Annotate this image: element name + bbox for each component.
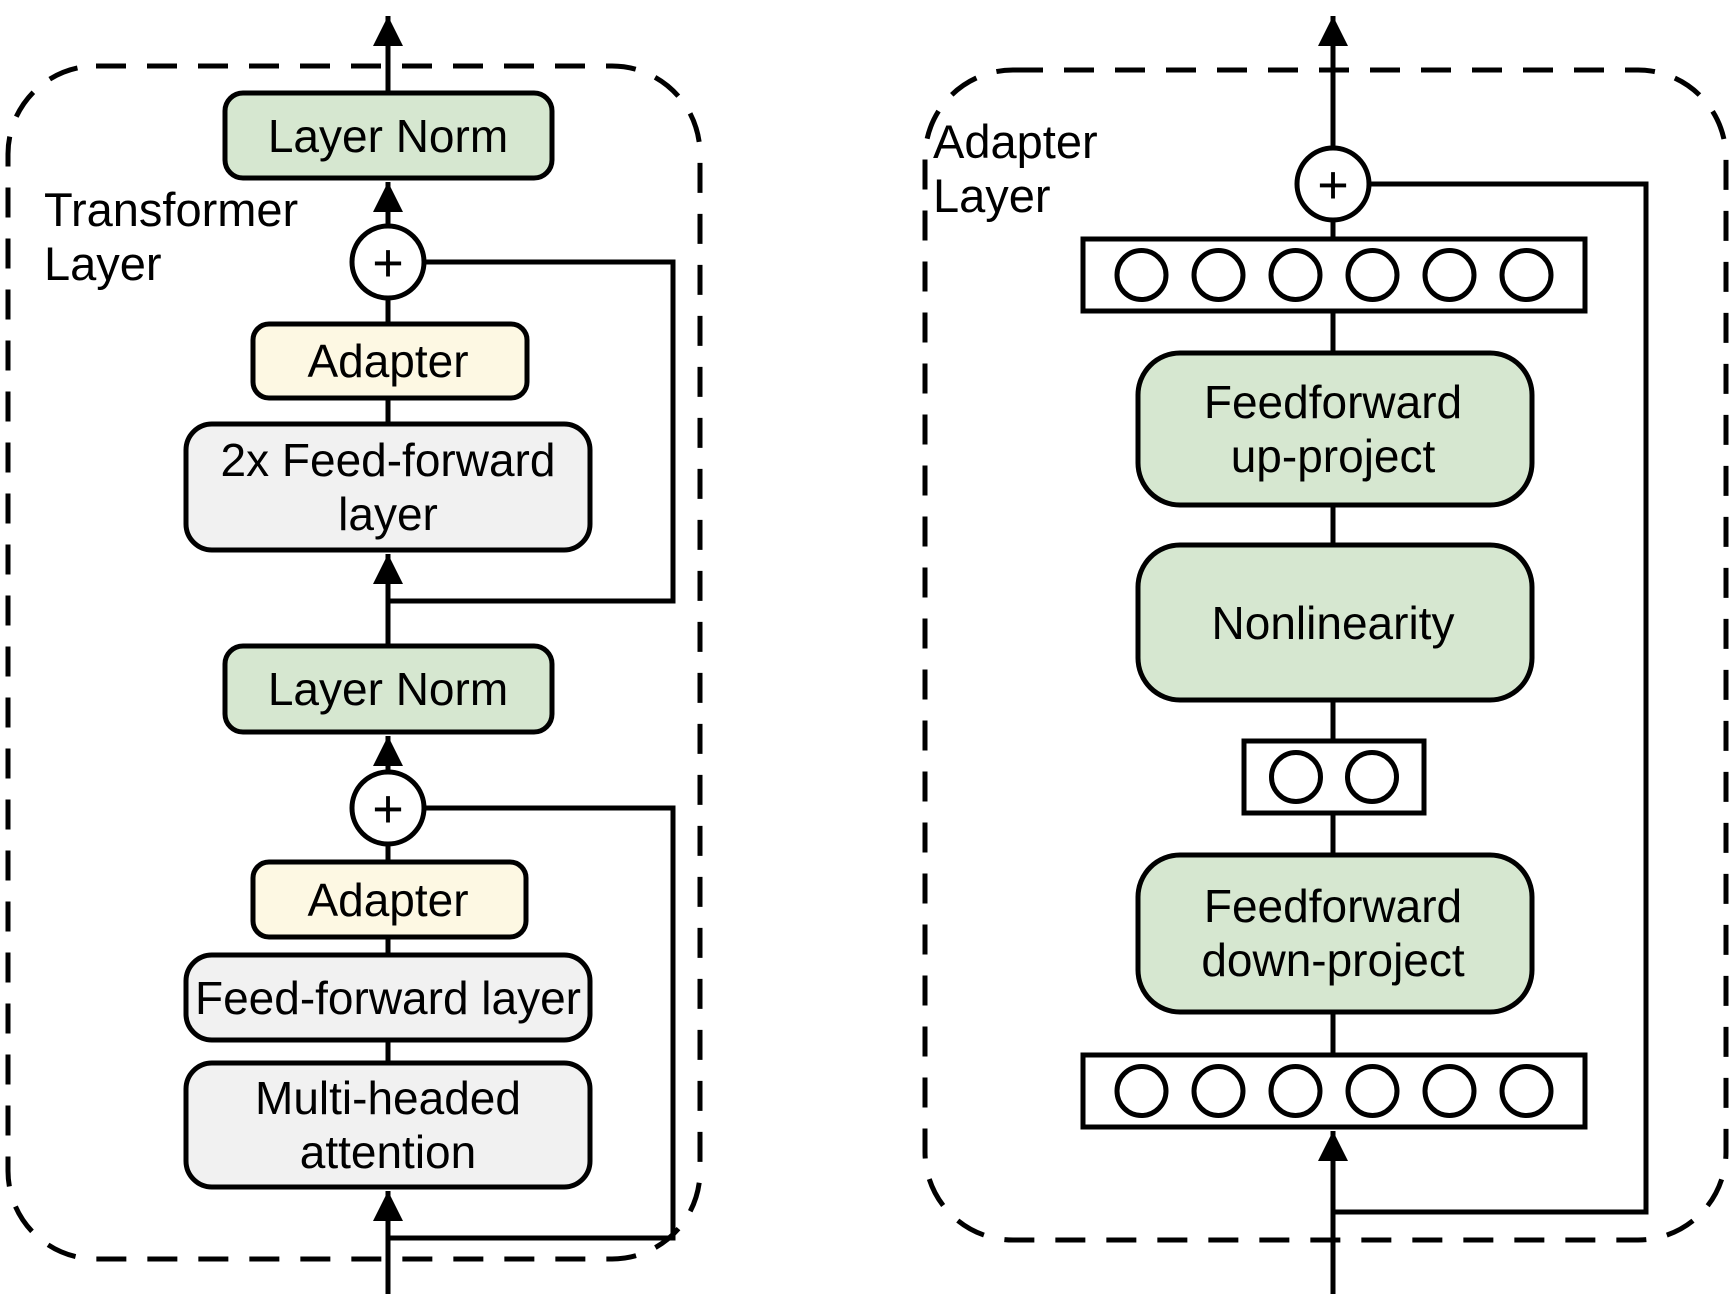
adapter-top-label: Adapter <box>307 335 468 387</box>
feature-row-bottom <box>1080 1052 1588 1130</box>
feature-circle <box>1269 750 1323 804</box>
adapter-add-node <box>1294 145 1372 223</box>
adapter-skip-connection <box>1333 181 1649 1215</box>
feature-circle <box>1114 248 1169 302</box>
plus-icon: + <box>372 233 404 293</box>
multi-head-attention-label-line1: Multi-headed <box>255 1072 521 1124</box>
feature-circle <box>1268 248 1323 302</box>
feedforward-down-project-label-line1: Feedforward <box>1204 880 1462 932</box>
feedforward-up-project-box <box>1135 350 1535 508</box>
plus-icon: + <box>1317 155 1349 215</box>
feature-circle <box>1499 248 1554 302</box>
transformer-panel-title-line2: Layer <box>44 237 162 290</box>
multi-head-attention-label-line2: attention <box>300 1126 476 1178</box>
feature-circle <box>1268 1064 1323 1118</box>
feedforward-down-project-box <box>1135 852 1535 1015</box>
feed-forward-label: Feed-forward layer <box>195 972 581 1024</box>
feature-circle <box>1422 248 1477 302</box>
feed-forward-box <box>183 952 593 1043</box>
nonlinearity-box <box>1135 542 1535 703</box>
adapter-layer-panel: Adapter Layer + Feedforward up-project <box>922 16 1729 1294</box>
feature-row-top <box>1080 236 1588 314</box>
feature-circle <box>1345 248 1400 302</box>
plus-icon: + <box>372 779 404 839</box>
adapter-panel-title-line2: Layer <box>933 169 1051 222</box>
skip-connection-lower <box>388 805 676 1241</box>
add-node-bottom <box>349 769 427 847</box>
adapter-top-box <box>250 321 530 401</box>
layer-norm-bottom-label: Layer Norm <box>268 663 508 715</box>
feature-circle <box>1499 1064 1554 1118</box>
transformer-layer-panel: Transformer Layer Layer Norm + Adapter 2… <box>5 16 703 1294</box>
feedforward-down-project-label-line2: down-project <box>1201 934 1465 986</box>
feature-circle <box>1191 1064 1246 1118</box>
adapter-panel-dashed-border <box>922 67 1729 1243</box>
feature-row-bottleneck <box>1241 738 1427 816</box>
skip-connection-upper <box>388 259 676 604</box>
transformer-panel-title-line1: Transformer <box>44 183 298 236</box>
feature-circle <box>1114 1064 1169 1118</box>
feature-circle <box>1345 750 1399 804</box>
adapter-panel-title-line1: Adapter <box>933 115 1098 168</box>
feed-forward-2x-label-line1: 2x Feed-forward <box>221 434 556 486</box>
transformer-panel-dashed-border <box>5 63 703 1262</box>
layer-norm-top-label: Layer Norm <box>268 110 508 162</box>
multi-head-attention-box <box>183 1060 593 1190</box>
feature-circle <box>1422 1064 1477 1118</box>
feedforward-up-project-label-line1: Feedforward <box>1204 376 1462 428</box>
add-node-top <box>349 223 427 301</box>
feed-forward-2x-label-line2: layer <box>338 488 438 540</box>
feed-forward-2x-box <box>183 421 593 553</box>
layer-norm-bottom-box <box>222 643 555 735</box>
adapter-bottom-box <box>250 859 529 940</box>
layer-norm-top-box <box>222 90 555 181</box>
feature-circle <box>1191 248 1246 302</box>
adapter-bottom-label: Adapter <box>307 874 468 926</box>
feedforward-up-project-label-line2: up-project <box>1231 430 1436 482</box>
nonlinearity-label: Nonlinearity <box>1212 597 1455 649</box>
feature-circle <box>1345 1064 1400 1118</box>
